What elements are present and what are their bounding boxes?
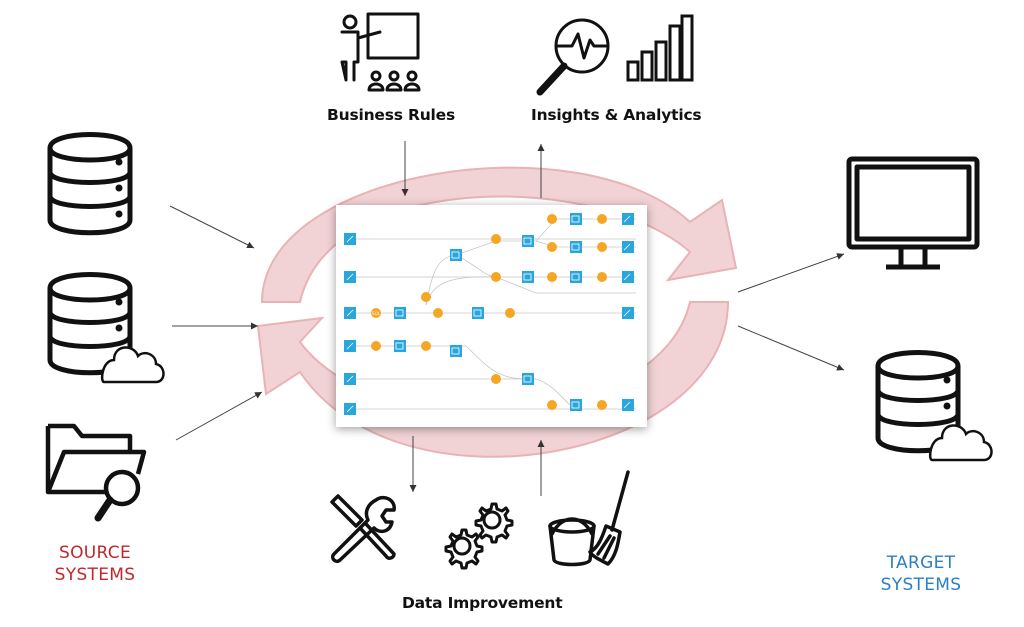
- source-systems-line1: SOURCE: [59, 543, 131, 563]
- bucket-broom-icon: [548, 470, 630, 567]
- sql-badge: SQL: [372, 311, 381, 316]
- flow-recipe: [491, 234, 501, 244]
- flow-node: [622, 213, 634, 225]
- flow-recipe: [547, 272, 557, 282]
- flow-recipe: [597, 400, 607, 410]
- folder-search-icon: [45, 423, 147, 522]
- flow-node: [622, 241, 634, 253]
- flow-recipe: [491, 272, 501, 282]
- target-systems-line1: TARGET: [886, 553, 956, 573]
- gears-icon: [444, 502, 514, 570]
- cloud-database-icon: [47, 272, 165, 384]
- flow-recipe: [597, 214, 607, 224]
- target-systems-label: TARGET SYSTEMS: [866, 552, 976, 596]
- magnifier-pulse-icon: [536, 18, 610, 96]
- business-rules-label: Business Rules: [327, 106, 456, 124]
- flow-recipe: [505, 308, 515, 318]
- flow-recipe: [597, 242, 607, 252]
- database-icon: [47, 132, 133, 236]
- flow-node: [622, 307, 634, 319]
- flow-recipe: [547, 214, 557, 224]
- flow-recipe: [371, 308, 381, 318]
- source-systems-label: SOURCE SYSTEMS: [40, 542, 150, 586]
- flow-recipe: [547, 400, 557, 410]
- arrow-target-db: [737, 325, 845, 371]
- insights-analytics-label: Insights & Analytics: [531, 106, 702, 124]
- flow-screenshot-card: SQL: [336, 205, 647, 427]
- flow-node: [622, 271, 634, 283]
- flow-graph: SQL: [344, 213, 636, 415]
- flow-recipe: [491, 374, 501, 384]
- target-systems-line2: SYSTEMS: [880, 575, 962, 595]
- flow-recipe: [421, 341, 431, 351]
- flow-node: [622, 399, 634, 411]
- tools-icon: [330, 494, 396, 564]
- arrow-source-db-1: [169, 205, 255, 249]
- source-systems-line2: SYSTEMS: [54, 565, 136, 585]
- presentation-icon: [340, 12, 421, 92]
- flow-recipe: [547, 242, 557, 252]
- flow-recipe: [421, 292, 431, 302]
- bar-chart-icon: [626, 14, 694, 82]
- arrow-target-monitor: [737, 253, 845, 293]
- flow-recipe: [433, 308, 443, 318]
- flow-recipe: [597, 272, 607, 282]
- monitor-icon: [846, 156, 980, 270]
- data-improvement-label: Data Improvement: [402, 594, 563, 612]
- target-cloud-database-icon: [875, 350, 993, 462]
- flow-recipe: [371, 341, 381, 351]
- arrow-source-folder: [175, 391, 263, 441]
